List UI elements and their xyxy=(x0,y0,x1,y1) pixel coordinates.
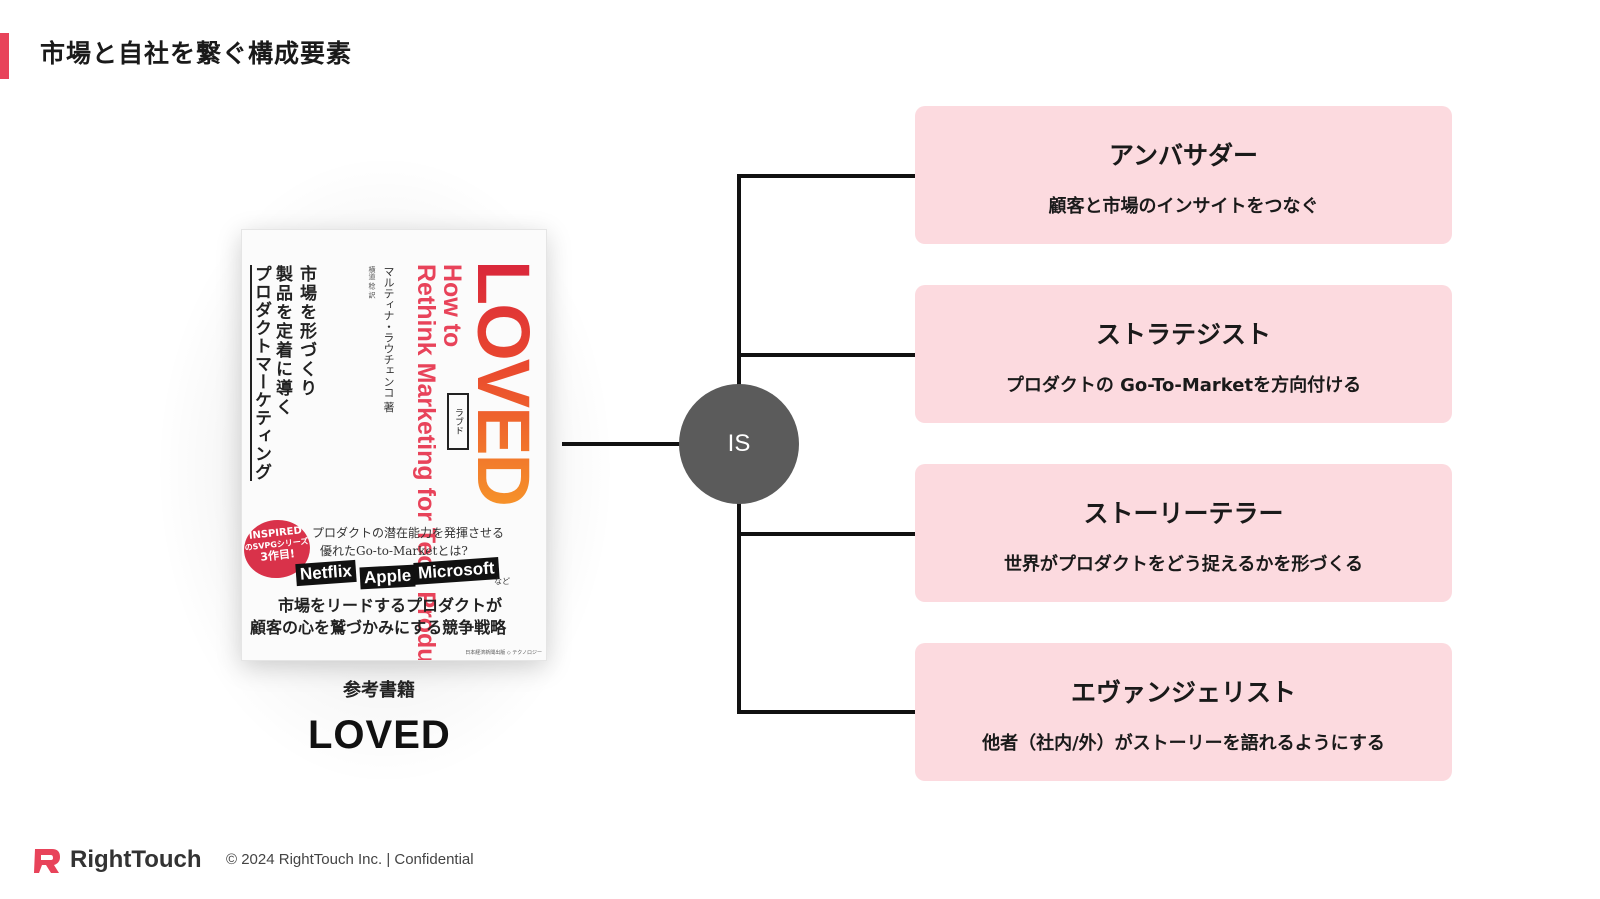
role-title: ストーリーテラー xyxy=(1083,499,1284,528)
book-translator: 横道 稔 訳 xyxy=(368,266,376,299)
footer-brand: RightTouch xyxy=(70,846,202,873)
footer-copyright: © 2024 RightTouch Inc. | Confidential xyxy=(226,851,474,868)
title-accent-bar xyxy=(0,33,9,79)
role-description: 顧客と市場のインサイトをつなぐ xyxy=(1048,196,1319,217)
righttouch-logo-icon xyxy=(34,849,60,873)
book-ruby-box: ラブド xyxy=(447,393,469,450)
role-card-storyteller: ストーリーテラー 世界がプロダクトをどう捉えるかを形づくる xyxy=(915,464,1452,602)
book-brands-suffix: など xyxy=(494,577,510,586)
role-card-strategist: ストラテジスト プロダクトの Go-To-Marketを方向付ける xyxy=(915,285,1452,423)
book-subtitle-line-2: Rethink Marketing for Tech Products xyxy=(412,264,440,661)
book-tagline-2: 製品を定着に導く xyxy=(272,265,292,417)
book-publisher: 日本経済新聞出版 ◇ テクノロジー xyxy=(465,650,542,656)
book-tagline-3: プロダクトマーケティング xyxy=(250,265,271,481)
book-lead-2: 顧客の心を鷲づかみにする競争戦略 xyxy=(250,618,507,637)
hub-circle: IS xyxy=(679,384,799,504)
role-title: エヴァンジェリスト xyxy=(1070,678,1296,707)
book-question-2: 優れたGo-to-Marketとは? xyxy=(320,544,468,558)
role-description: プロダクトの Go-To-Marketを方向付ける xyxy=(1005,375,1362,396)
role-description: 世界がプロダクトをどう捉えるかを形づくる xyxy=(1003,554,1364,575)
book-tagline-1: 市場を形づくり xyxy=(296,265,316,398)
book-author: マルティナ・ラウチェンコ 著 xyxy=(382,266,395,413)
role-card-ambassador: アンバサダー 顧客と市場のインサイトをつなぐ xyxy=(915,106,1452,244)
reference-title: LOVED xyxy=(308,713,451,757)
role-title: アンバサダー xyxy=(1108,141,1258,170)
book-cover: LOVED How to Rethink Marketing for Tech … xyxy=(241,229,547,661)
role-card-evangelist: エヴァンジェリスト 他者（社内/外）がストーリーを語れるようにする xyxy=(915,643,1452,781)
role-description: 他者（社内/外）がストーリーを語れるようにする xyxy=(982,733,1385,754)
role-title: ストラテジスト xyxy=(1095,320,1271,349)
book-subtitle-line-1: How to xyxy=(438,264,466,348)
reference-label: 参考書籍 xyxy=(343,680,415,701)
book-lead-1: 市場をリードするプロダクトが xyxy=(278,596,503,615)
book-cover-title: LOVED xyxy=(462,260,545,505)
book-question-1: プロダクトの潜在能力を発揮させる xyxy=(312,526,505,540)
page-title: 市場と自社を繋ぐ構成要素 xyxy=(40,39,353,68)
